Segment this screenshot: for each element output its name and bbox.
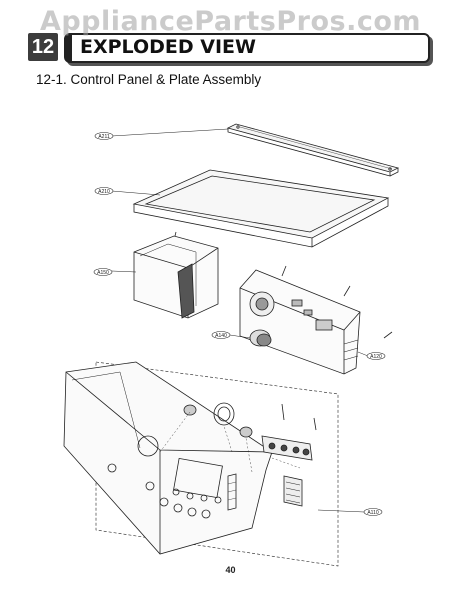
section-number-badge: 12 bbox=[28, 33, 58, 61]
callout-label: A120 bbox=[370, 354, 382, 360]
callout-oval-a140 bbox=[211, 331, 231, 339]
page-number: 40 bbox=[225, 565, 236, 575]
bracket-strip-part bbox=[226, 123, 400, 177]
section-header-bar: EXPLODED VIEW bbox=[64, 33, 430, 63]
subsection-title: 12-1. Control Panel & Plate Assembly bbox=[36, 72, 262, 87]
callout-label: A140 bbox=[215, 333, 227, 339]
callout-oval-a210 bbox=[94, 187, 114, 195]
callout-oval-a120 bbox=[366, 352, 386, 360]
section-bar-notch bbox=[66, 35, 72, 61]
callout-oval-a150 bbox=[93, 268, 113, 276]
watermark: AppliancePartsPros.com bbox=[39, 6, 422, 37]
callout-label: A211 bbox=[98, 134, 110, 140]
callout-label: A110 bbox=[367, 510, 379, 516]
top-plate-part bbox=[132, 169, 390, 248]
callout-label: A210 bbox=[98, 189, 110, 195]
callout-label: A150 bbox=[97, 270, 109, 276]
callout-oval-a211 bbox=[94, 132, 114, 140]
callout-oval-a110 bbox=[363, 508, 383, 516]
knob-part bbox=[249, 329, 272, 347]
section-title: EXPLODED VIEW bbox=[80, 36, 256, 58]
control-panel-part bbox=[63, 361, 339, 567]
drawer-handle-part bbox=[133, 231, 219, 319]
pcb-assembly-part bbox=[239, 265, 393, 375]
